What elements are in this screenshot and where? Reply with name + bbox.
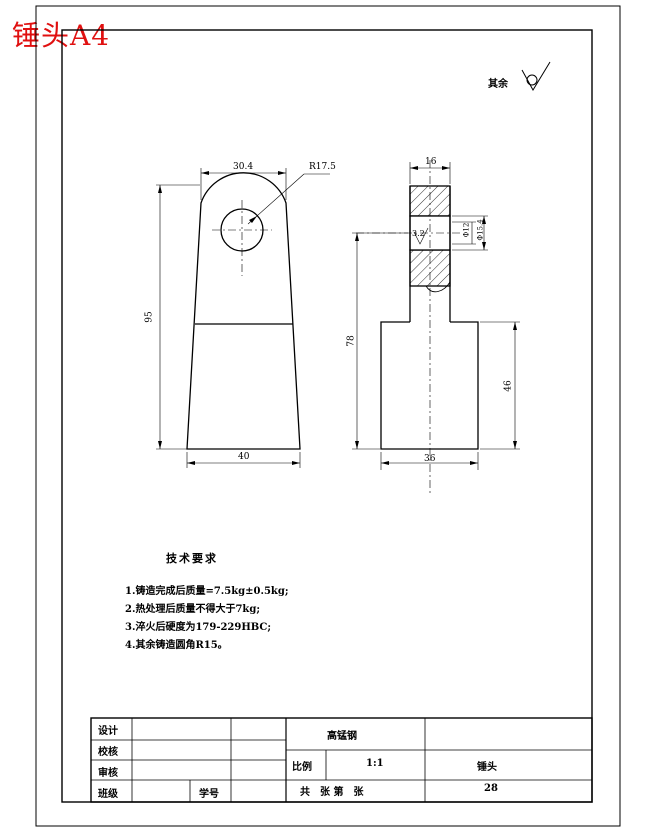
title-block-review: 审核 — [98, 768, 118, 779]
front-view — [186, 172, 301, 450]
title-block-scale-label: 比例 — [292, 762, 312, 773]
front-dimensions — [156, 168, 330, 468]
title-block-class: 班级 — [98, 789, 118, 800]
title-block-check: 校核 — [98, 747, 118, 758]
title-block-scale-value: 1:1 — [366, 758, 384, 769]
side-dim-width-top: 16 — [425, 157, 437, 167]
title-block-sheet-text: 共 张 第 张 — [300, 787, 364, 798]
drawing-stamp: 锤头A4 — [12, 19, 111, 52]
tech-requirements-title: 技术要求 — [166, 552, 218, 565]
title-block-number: 28 — [484, 783, 498, 794]
tech-requirement-item: 4.其余铸造圆角R15。 — [125, 640, 228, 651]
roughness-label: 其余 — [488, 79, 508, 90]
side-dimensions — [352, 162, 520, 470]
front-dim-width-bottom: 40 — [238, 452, 250, 462]
title-block-material: 高锰钢 — [327, 731, 357, 742]
outer-frame — [35, 5, 621, 827]
side-dim-bore-small: Φ12 — [462, 222, 471, 238]
tech-requirement-item: 2.热处理后质量不得大于7kg; — [125, 604, 261, 615]
side-arrows — [355, 166, 517, 465]
front-dim-width-top: 30.4 — [233, 162, 254, 172]
front-dim-radius: R17.5 — [309, 162, 336, 172]
inner-frame — [61, 29, 593, 803]
tech-requirement-item: 3.淬火后硬度为179-229HBC; — [125, 622, 272, 633]
front-dim-height: 95 — [144, 311, 155, 323]
roughness-symbol-icon — [521, 61, 551, 91]
side-dim-lower-height: 46 — [503, 380, 514, 392]
title-block-part-name: 锤头 — [477, 762, 497, 773]
front-center-lines — [212, 200, 272, 276]
title-block-student-id: 学号 — [199, 789, 219, 800]
front-arrows — [158, 171, 300, 465]
side-dim-roughness-value: 3.2 — [412, 229, 425, 238]
title-block-grid — [90, 717, 593, 803]
side-dim-width-bottom: 36 — [424, 454, 436, 464]
title-block-design: 设计 — [98, 726, 118, 737]
side-dim-height: 78 — [346, 335, 357, 347]
side-dim-bore-large: Φ15.4 — [476, 219, 485, 241]
tech-requirement-item: 1.铸造完成后质量=7.5kg±0.5kg; — [125, 586, 289, 597]
